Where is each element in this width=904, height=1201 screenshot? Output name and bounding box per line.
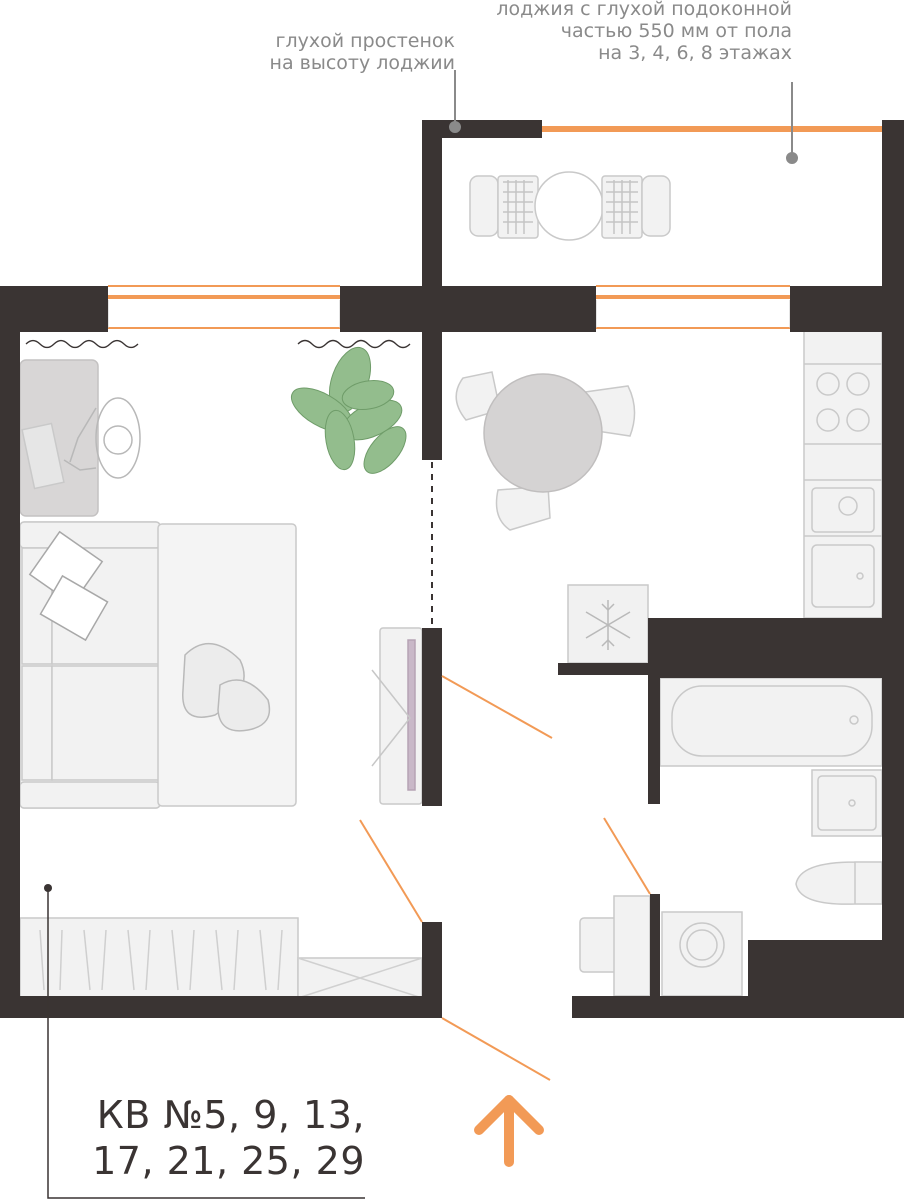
door-swings (359, 675, 651, 1081)
walls (0, 120, 904, 1018)
windows (108, 126, 882, 329)
dining-table (455, 371, 636, 531)
callout-line: лоджия с глухой подоконной (496, 0, 792, 20)
plant (290, 346, 407, 474)
label-leader (44, 884, 365, 1199)
wardrobe (19, 917, 423, 999)
desk (19, 359, 141, 517)
loggia-callout: лоджия с глухой подоконной частью 550 мм… (440, 0, 792, 64)
callout-line: на высоту лоджии (269, 52, 455, 74)
apartment-numbers-label: КВ №5, 9, 13, 17, 21, 25, 29 (60, 1092, 365, 1184)
tv-stand (371, 627, 423, 805)
curtains (25, 339, 411, 349)
sofa (19, 521, 297, 809)
furniture-layer (19, 171, 883, 999)
callout-line: на 3, 4, 6, 8 этажах (598, 42, 792, 64)
arrow-up-icon (474, 1095, 544, 1167)
callout-leaders (449, 70, 798, 164)
blind-pier-callout: глухой простенок на высоту лоджии (220, 30, 455, 74)
callout-line: частью 550 мм от пола (560, 20, 792, 42)
fridge (567, 584, 649, 664)
snowflake-icon (585, 600, 631, 650)
apartment-line-1: КВ №5, 9, 13, (96, 1093, 365, 1137)
person-figure (63, 397, 141, 479)
callout-line: глухой простенок (275, 30, 455, 52)
apartment-line-2: 17, 21, 25, 29 (92, 1139, 365, 1183)
floor-chairs (182, 642, 271, 732)
bathroom-fixtures (579, 677, 883, 997)
loggia-furniture (469, 171, 671, 241)
kitchen-counter (803, 327, 883, 619)
